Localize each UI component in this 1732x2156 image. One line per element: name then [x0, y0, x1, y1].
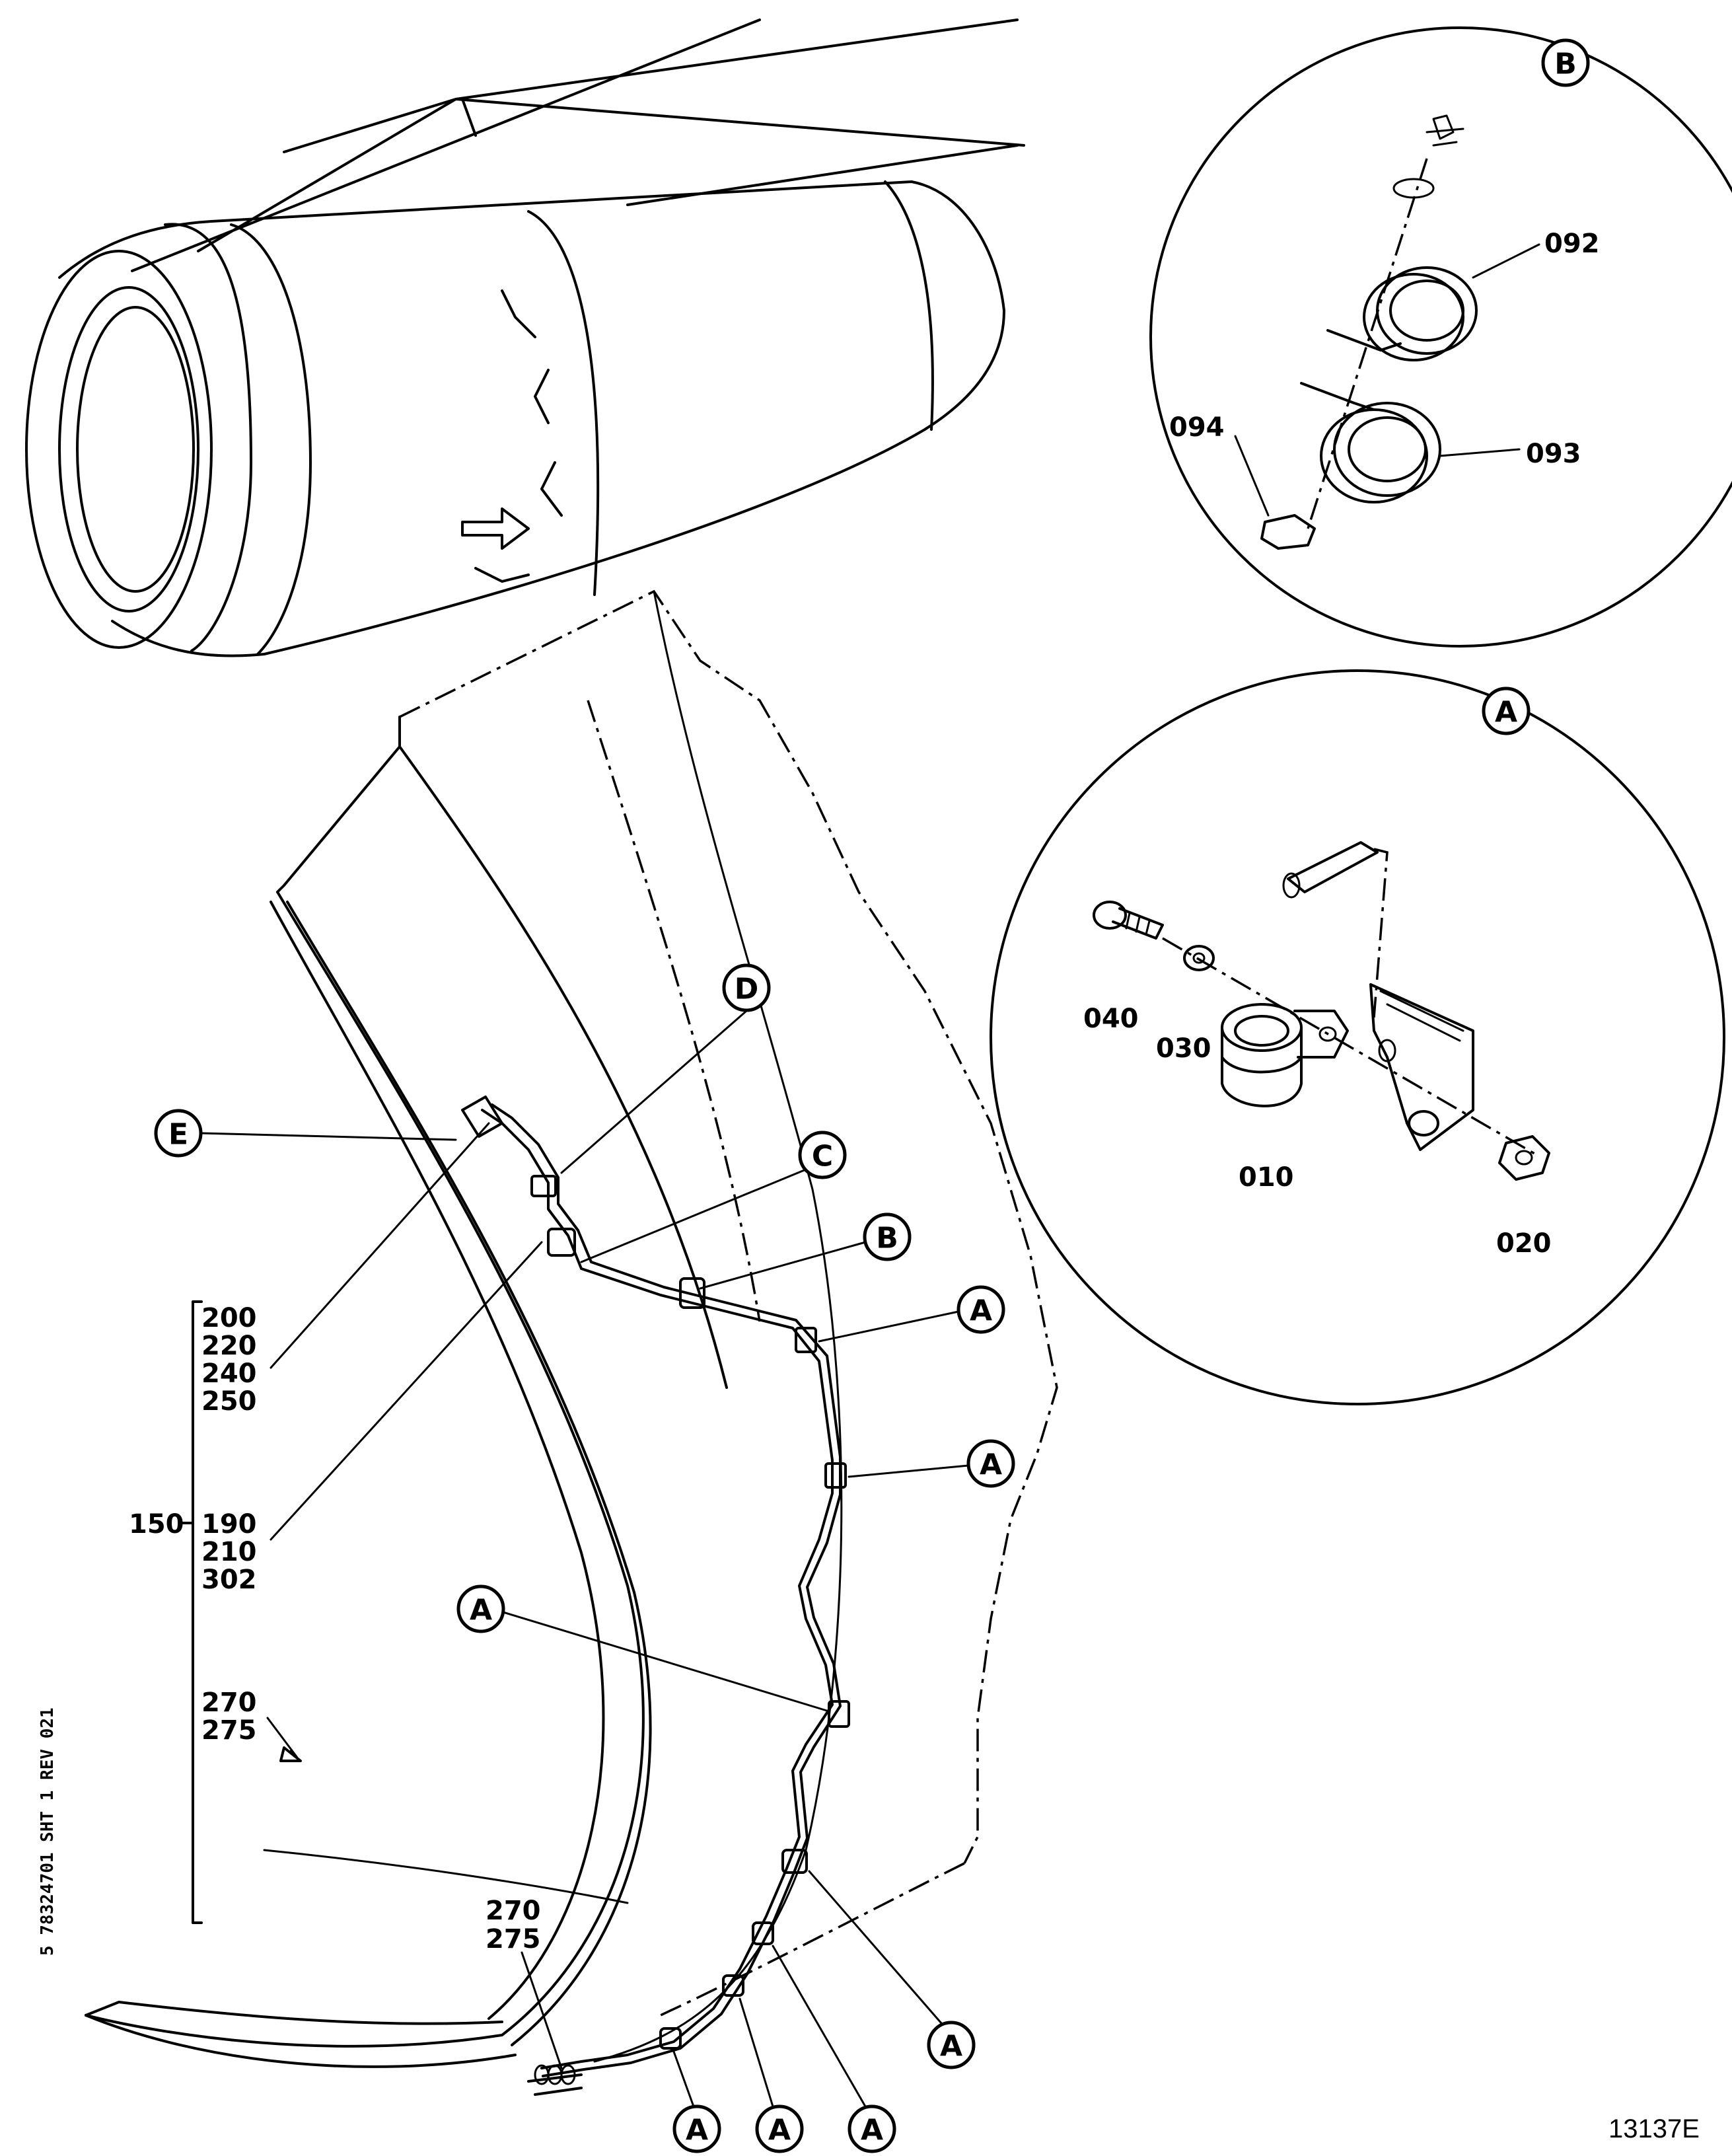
lower-label-270: 270 [486, 1896, 541, 1926]
group-label-275: 275 [201, 1715, 257, 1746]
callout-e: E [154, 1109, 457, 1158]
group-label-302: 302 [201, 1565, 257, 1595]
callout-c: C [580, 1131, 847, 1263]
group-label-270: 270 [201, 1688, 257, 1718]
callout-c-letter: C [812, 1140, 833, 1173]
callout-a-3: A [456, 1584, 830, 1713]
callout-e-letter: E [168, 1118, 188, 1152]
callout-a-1: A [818, 1285, 1005, 1343]
fan-case-view [85, 589, 1058, 2096]
callout-a-5: A [772, 1945, 896, 2153]
group-label-210: 210 [201, 1537, 257, 1567]
part-label-030: 030 [1156, 1033, 1211, 1064]
group-label-150: 150 [129, 1509, 184, 1540]
callout-d-letter: D [735, 973, 759, 1006]
callout-a-6-letter: A [768, 2114, 791, 2147]
callout-a-6: A [739, 1997, 804, 2153]
detail-b-callout: B [1541, 38, 1590, 87]
group-label-200: 200 [201, 1303, 257, 1333]
detail-b-view: B 092 093 094 [1149, 26, 1732, 648]
clamp-092-shape [1326, 266, 1478, 361]
lower-part-label: 270 275 [486, 1896, 563, 2069]
part-label-010: 010 [1239, 1162, 1294, 1193]
callout-b: B [699, 1212, 912, 1290]
callout-a-2: A [848, 1439, 1015, 1488]
figure-id: 13137E [1608, 2114, 1700, 2143]
callout-a-4-letter: A [940, 2030, 962, 2063]
detail-a-view: A 040 030 010 020 [990, 669, 1725, 1405]
detail-b-letter: B [1554, 48, 1577, 81]
part-label-092: 092 [1544, 229, 1600, 259]
group-label-220: 220 [201, 1331, 257, 1361]
callout-b-letter: B [876, 1222, 898, 1255]
callout-a-3-letter: A [470, 1594, 492, 1627]
detail-a-letter: A [1495, 696, 1517, 729]
part-label-093: 093 [1526, 439, 1581, 469]
callout-a-4: A [808, 1870, 976, 2069]
group-label-190: 190 [201, 1509, 257, 1540]
part-number-group: 200 220 240 250 150 190 210 302 270 275 [129, 1122, 543, 1924]
engine-nacelle [25, 19, 1025, 657]
callout-a-1-letter: A [970, 1294, 992, 1328]
callout-d: D [560, 963, 771, 1174]
callout-a-5-letter: A [861, 2114, 883, 2147]
part-label-020: 020 [1496, 1228, 1552, 1259]
callout-a-7: A [672, 2050, 721, 2153]
group-label-250: 250 [201, 1386, 257, 1417]
clamp-010-shape [1221, 1003, 1349, 1107]
sheet-reference: 5 78324701 SHT 1 REV 021 [38, 1707, 57, 1956]
lower-label-275: 275 [486, 1924, 541, 1954]
detail-a-callout: A [1482, 687, 1531, 735]
callout-a-7-letter: A [686, 2114, 708, 2147]
clamp-093-shape [1300, 382, 1441, 503]
part-label-094: 094 [1169, 412, 1225, 443]
callout-a-2-letter: A [980, 1448, 1002, 1482]
group-label-240: 240 [201, 1358, 257, 1389]
part-label-040: 040 [1083, 1004, 1139, 1034]
